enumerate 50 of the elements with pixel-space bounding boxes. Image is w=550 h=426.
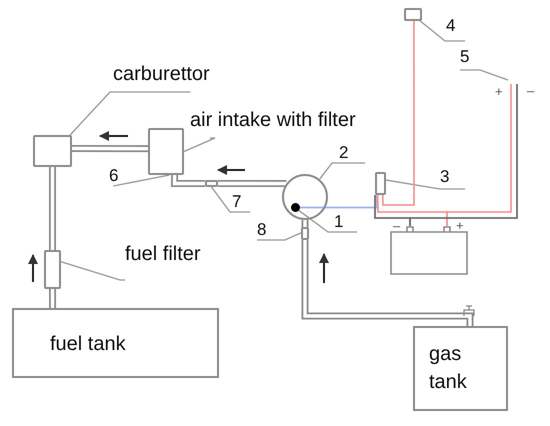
component-label: air intake with filter bbox=[190, 110, 356, 130]
callout-number: 7 bbox=[232, 193, 242, 210]
air-filter-box bbox=[148, 128, 184, 175]
wire bbox=[409, 84, 518, 226]
connection-dot bbox=[291, 203, 300, 212]
switch-box bbox=[404, 8, 422, 21]
wire bbox=[300, 194, 378, 208]
callout-number: 5 bbox=[460, 48, 470, 65]
tank-box bbox=[12, 308, 219, 378]
leader-line bbox=[319, 162, 365, 180]
polarity-sign: – bbox=[393, 219, 400, 232]
wire bbox=[446, 84, 512, 226]
leader-line bbox=[386, 179, 465, 190]
leader-line bbox=[113, 174, 170, 187]
fuel-filter-box bbox=[44, 250, 61, 289]
reducer-circle bbox=[282, 174, 328, 220]
tank-label: gas tank bbox=[429, 342, 468, 395]
leader-line bbox=[60, 261, 125, 281]
carburettor-box bbox=[33, 135, 72, 167]
leader-line bbox=[257, 232, 302, 241]
solenoid-valve bbox=[375, 172, 386, 195]
pipe bbox=[302, 240, 474, 326]
callout-number: 4 bbox=[446, 17, 456, 34]
pipe-fitting bbox=[301, 227, 309, 240]
polarity-sign: + bbox=[456, 219, 464, 232]
tank-box bbox=[413, 326, 508, 411]
polarity-sign: – bbox=[527, 84, 534, 97]
pipe-fitting bbox=[205, 180, 218, 187]
pipe bbox=[218, 180, 286, 188]
component-label: carburettor bbox=[113, 64, 210, 84]
callout-number: 6 bbox=[109, 167, 118, 184]
leader-line bbox=[420, 20, 465, 42]
callout-number: 1 bbox=[334, 213, 344, 230]
component-label: fuel filter bbox=[125, 244, 201, 264]
pipe bbox=[302, 220, 308, 227]
callout-number: 8 bbox=[257, 221, 266, 238]
leader-line bbox=[184, 137, 216, 152]
callout-number: 2 bbox=[339, 144, 348, 161]
pipe bbox=[170, 174, 205, 187]
pipe bbox=[49, 288, 56, 308]
tank-label: fuel tank bbox=[50, 332, 126, 357]
polarity-sign: + bbox=[495, 85, 503, 98]
leader-line bbox=[70, 91, 190, 136]
pipe bbox=[72, 144, 148, 152]
leader-line bbox=[210, 186, 250, 213]
leader-line bbox=[296, 208, 357, 233]
callout-number: 3 bbox=[440, 168, 450, 185]
wire bbox=[382, 21, 415, 206]
leader-line bbox=[460, 69, 508, 81]
pipe bbox=[49, 167, 56, 250]
